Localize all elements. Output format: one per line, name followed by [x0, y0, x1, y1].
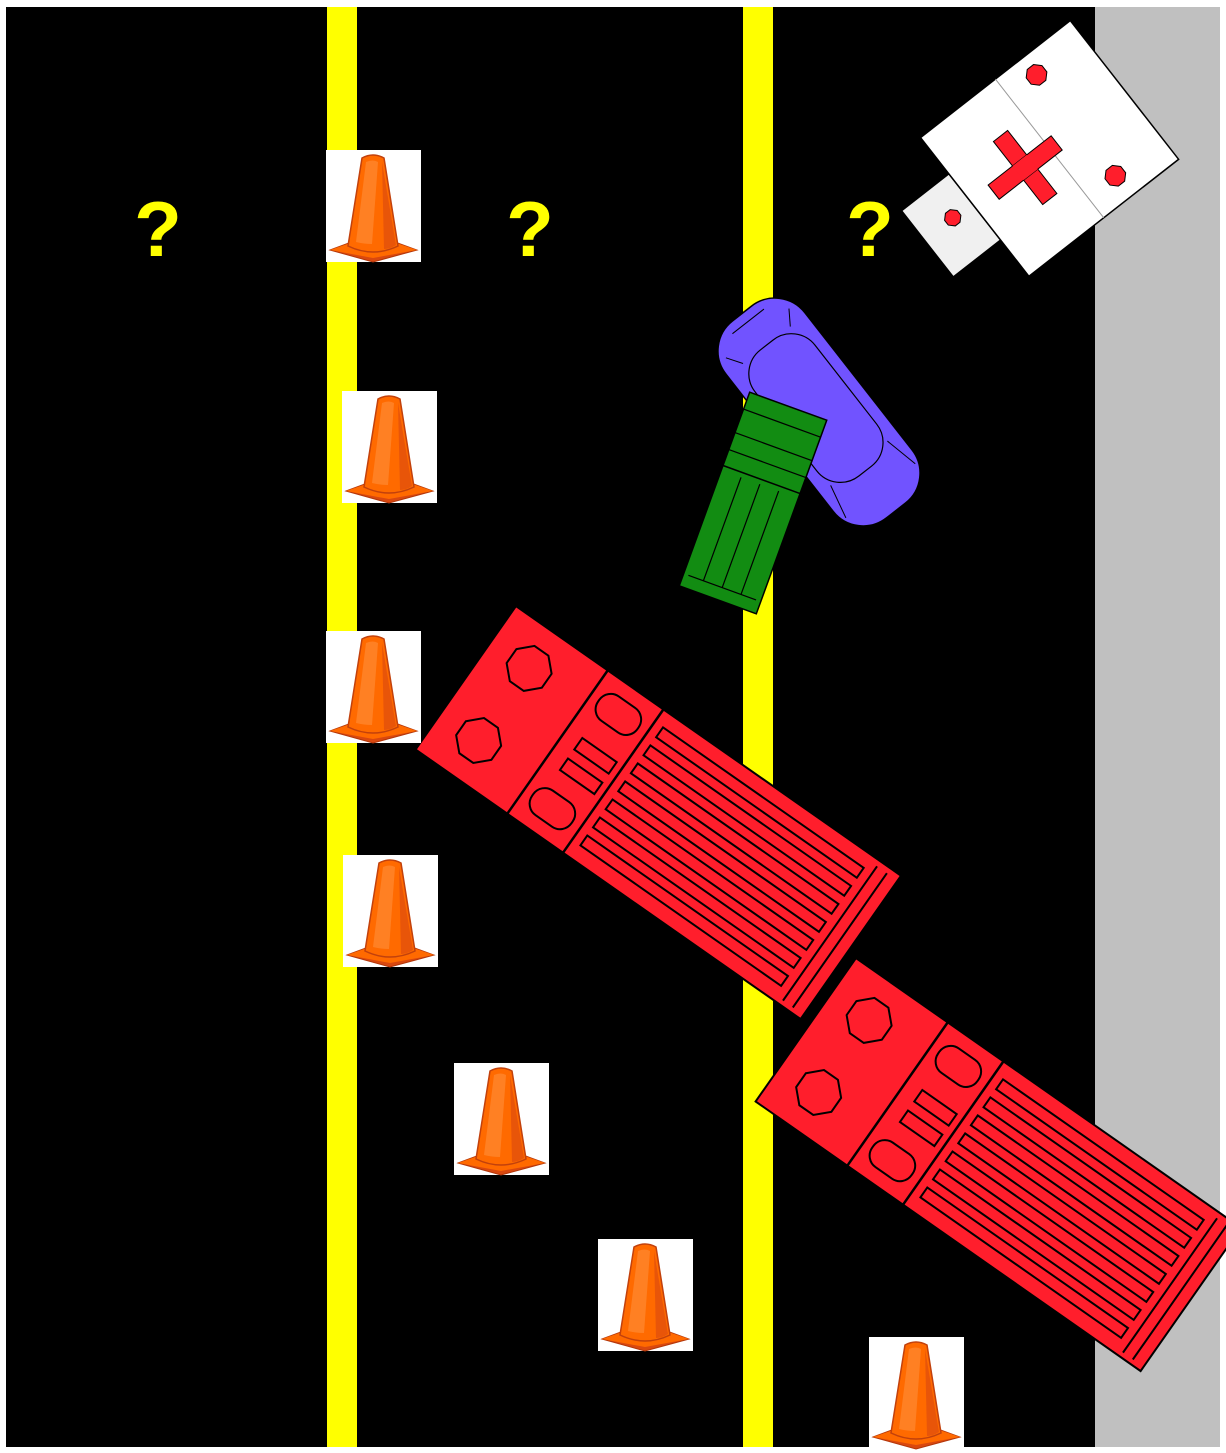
traffic-cone-icon [326, 150, 421, 262]
lane-2-label: ? [506, 185, 554, 273]
traffic-cone-icon [454, 1063, 549, 1175]
lane-3-label: ? [846, 185, 894, 273]
lane-1-label: ? [134, 185, 182, 273]
lane-line-right [743, 7, 773, 1447]
traffic-cone-icon [343, 855, 438, 967]
traffic-cone-icon [869, 1337, 964, 1449]
traffic-cone-icon [598, 1239, 693, 1351]
traffic-cone-icon [342, 391, 437, 503]
traffic-cone-icon [326, 631, 421, 743]
